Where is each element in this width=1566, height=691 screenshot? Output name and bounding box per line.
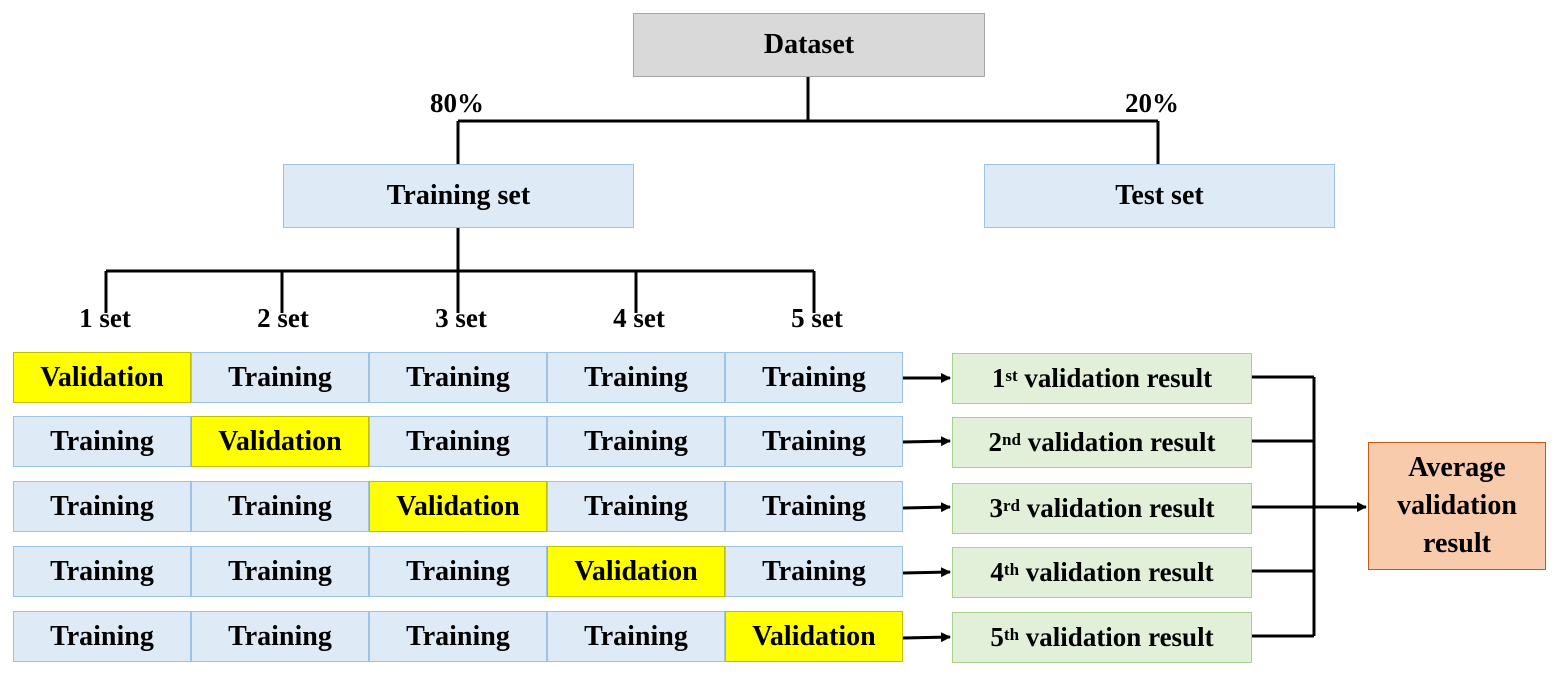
result-text: validation result — [1019, 493, 1215, 523]
training-cell: Training — [369, 416, 547, 467]
training-cell: Training — [547, 611, 725, 662]
training-cell: Training — [13, 416, 191, 467]
average-line: result — [1423, 528, 1491, 559]
training-cell: Training — [369, 611, 547, 662]
result-number: 4 — [990, 557, 1004, 587]
training-set-label: Training set — [386, 180, 531, 211]
training-cell: Training — [725, 546, 903, 597]
result-number: 5 — [990, 622, 1004, 652]
dataset-box: Dataset — [633, 13, 985, 77]
training-cell: Training — [547, 416, 725, 467]
training-cell: Training — [725, 352, 903, 403]
training-cell: Training — [13, 611, 191, 662]
dataset-label: Dataset — [763, 29, 855, 60]
result-number: 2 — [988, 427, 1003, 457]
set-label: 3 set — [435, 303, 487, 333]
result-merge-lines — [1252, 375, 1367, 638]
training-cell: Training — [547, 352, 725, 403]
training-cell: Training — [369, 352, 547, 403]
result-number: 3 — [989, 493, 1003, 523]
average-line: Average — [1408, 452, 1506, 483]
set-label: 1 set — [79, 303, 131, 333]
training-cell: Training — [725, 481, 903, 532]
training-cell: Training — [725, 416, 903, 467]
training-cell: Training — [13, 481, 191, 532]
test-set-label: Test set — [1115, 180, 1204, 211]
result-text: validation result — [1019, 622, 1214, 652]
result-text: validation result — [1019, 557, 1214, 587]
training-cell: Training — [191, 611, 369, 662]
result-text: validation result — [1020, 427, 1216, 457]
average-line: validation — [1397, 490, 1517, 521]
training-cell: Training — [13, 546, 191, 597]
set-label: 5 set — [791, 303, 843, 333]
validation-cell: Validation — [13, 352, 191, 403]
training-cell: Training — [191, 546, 369, 597]
average-validation-result-box: Average validation result — [1368, 442, 1546, 570]
validation-cell: Validation — [725, 611, 903, 662]
training-cell: Training — [369, 546, 547, 597]
set-label: 4 set — [613, 303, 665, 333]
test-set-box: Test set — [984, 164, 1335, 228]
training-cell: Training — [191, 352, 369, 403]
result-number: 1 — [991, 363, 1006, 393]
validation-cell: Validation — [369, 481, 547, 532]
fold-to-result-arrows — [902, 373, 951, 643]
training-cell: Training — [547, 481, 725, 532]
training-cell: Training — [191, 481, 369, 532]
set-label: 2 set — [257, 303, 309, 333]
training-set-box: Training set — [283, 164, 634, 228]
validation-cell: Validation — [191, 416, 369, 467]
validation-cell: Validation — [547, 546, 725, 597]
result-text: validation result — [1017, 363, 1213, 393]
training-percent-label: 80% — [430, 88, 484, 118]
test-percent-label: 20% — [1125, 88, 1179, 118]
split-tree-lines — [104, 77, 1160, 313]
